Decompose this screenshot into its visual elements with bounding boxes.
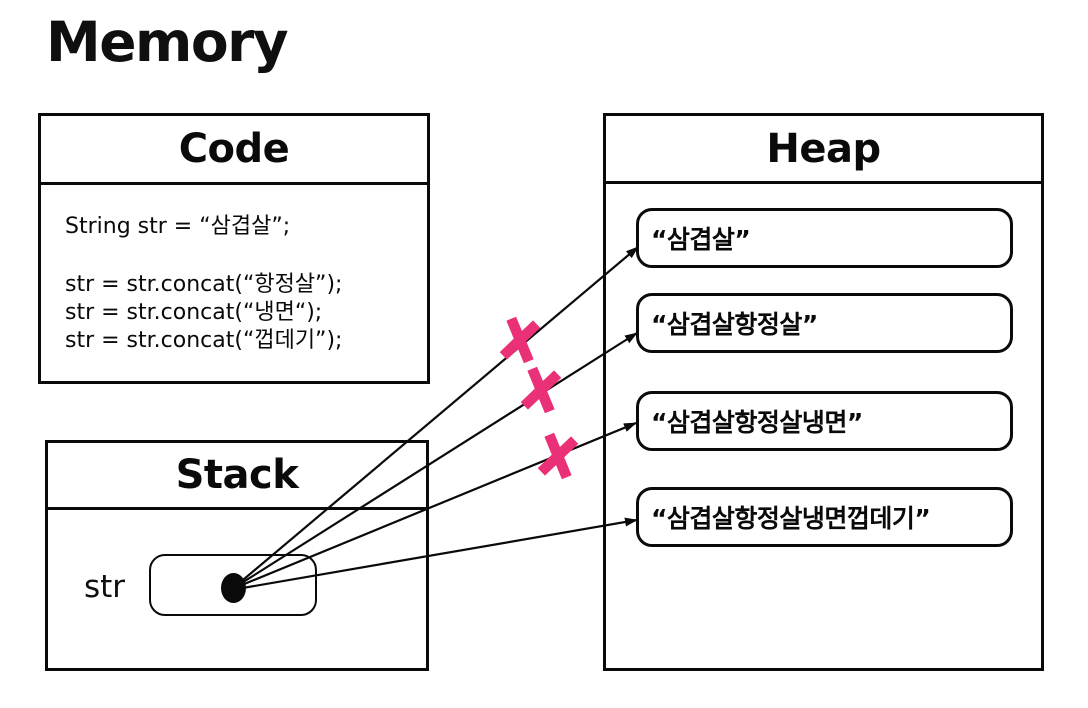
page-title: Memory: [46, 10, 289, 74]
stack-variable-label: str: [84, 569, 126, 605]
heap-string-box: “삼겹살항정살냉면껍데기”: [636, 487, 1013, 547]
code-line: str = str.concat(“껍데기”);: [65, 328, 343, 353]
heap-string-label: “삼겹살”: [651, 225, 751, 254]
code-line: String str = “삼겹살”;: [65, 214, 291, 239]
heap-string-label: “삼겹살항정살냉면껍데기”: [651, 504, 931, 533]
heap-string-box: “삼겹살”: [636, 208, 1013, 268]
dead-reference-x-icon: [537, 432, 579, 480]
stack-variable-slot: [149, 554, 317, 616]
dead-reference-x-icon: [520, 366, 562, 414]
heap-string-label: “삼겹살항정살”: [651, 310, 818, 339]
code-section-title: Code: [41, 116, 427, 185]
code-line: str = str.concat(“냉면“);: [65, 300, 323, 325]
code-body: String str = “삼겹살”; str = str.concat(“항정…: [41, 185, 427, 355]
dead-reference-x-icon: [499, 316, 541, 364]
heap-section-title: Heap: [606, 116, 1041, 184]
heap-string-label: “삼겹살항정살냉면”: [651, 408, 863, 437]
stack-section-title: Stack: [48, 443, 426, 510]
heap-string-box: “삼겹살항정살”: [636, 293, 1013, 353]
code-line: str = str.concat(“항정살”);: [65, 272, 343, 297]
heap-string-box: “삼겹살항정살냉면”: [636, 391, 1013, 451]
code-section: Code String str = “삼겹살”; str = str.conca…: [38, 113, 430, 384]
